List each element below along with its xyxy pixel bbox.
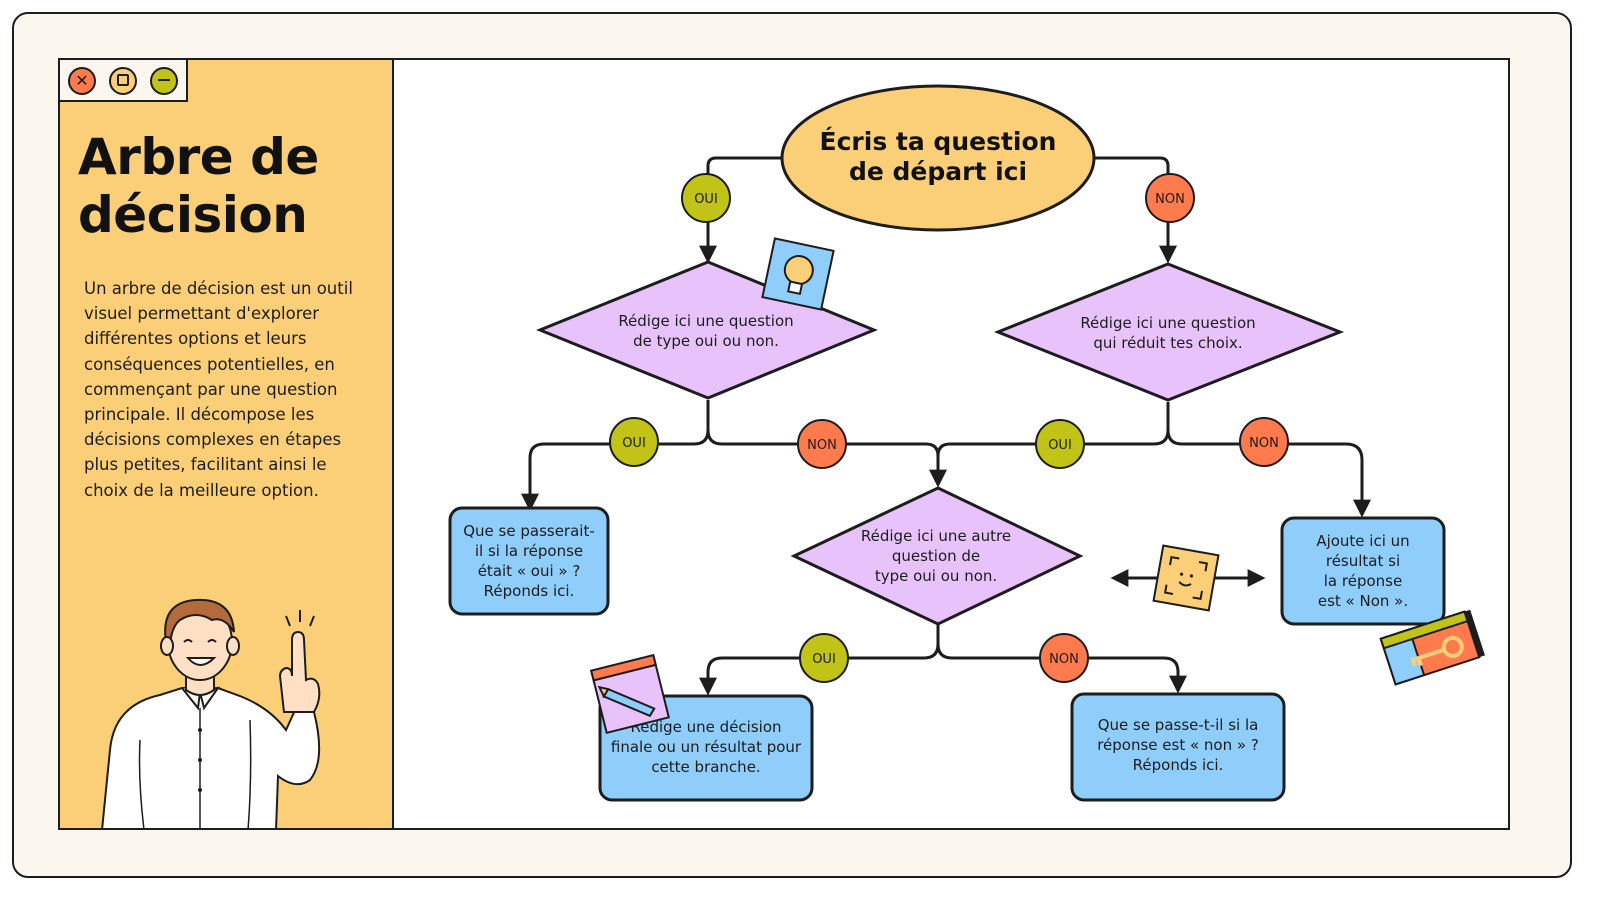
description-text: Un arbre de décision est un outil visuel…	[84, 279, 353, 500]
connector-q-right-to-result-right	[1166, 429, 1371, 518]
result-bottom-right-line-1: Que se passe-t-il si la	[1098, 716, 1259, 734]
connector-start-to-q-right	[1092, 156, 1177, 264]
result-left-line-2: il si la réponse	[475, 542, 583, 560]
app-window: ✕ Arbre de décision Un arbre de décision…	[58, 58, 1510, 830]
minimize-icon	[158, 79, 170, 81]
badge-yes-start: OUI	[681, 173, 731, 223]
badge-no-center: NON	[1039, 633, 1089, 683]
result-left-line-3: était « oui » ?	[478, 562, 581, 580]
decision-tree-diagram: Écris ta question de départ ici Rédige i…	[448, 84, 1485, 802]
title-line-1: Arbre de	[78, 128, 319, 186]
decision-tree-canvas: Écris ta question de départ ici Rédige i…	[396, 60, 1508, 832]
badge-yes-right-label: OUI	[1048, 438, 1072, 453]
badge-no-right: NON	[1239, 417, 1289, 467]
result-left-line-4: Réponds ici.	[484, 582, 575, 600]
result-right-line-4: est « Non ».	[1318, 592, 1408, 610]
badge-yes-center-label: OUI	[812, 652, 836, 667]
start-line-2: de départ ici	[849, 157, 1027, 186]
badge-yes-left: OUI	[609, 417, 659, 467]
badge-no-left: NON	[797, 419, 847, 469]
minimize-button[interactable]	[150, 67, 178, 95]
q-left-line-2: de type oui ou non.	[633, 332, 779, 350]
q-center-line-1: Rédige ici une autre	[861, 527, 1011, 545]
page-title: Arbre de décision	[78, 128, 378, 244]
sidebar-panel: ✕ Arbre de décision Un arbre de décision…	[60, 60, 394, 828]
result-right-line-1: Ajoute ici un	[1316, 532, 1409, 550]
result-bottom-left-line-3: cette branche.	[651, 758, 760, 776]
q-center-line-3: type oui ou non.	[875, 567, 997, 585]
result-right-line-2: résultat si	[1326, 552, 1400, 570]
badge-yes-right: OUI	[1035, 419, 1085, 469]
badge-no-center-label: NON	[1049, 652, 1079, 667]
badge-yes-center: OUI	[799, 633, 849, 683]
key-icon	[1379, 609, 1485, 686]
close-icon: ✕	[75, 71, 89, 90]
q-center-line-2: question de	[892, 547, 980, 565]
result-node-left[interactable]: Que se passerait- il si la réponse était…	[448, 506, 610, 616]
connector-q-center-to-result-bottom-right	[936, 643, 1187, 694]
badge-no-start-label: NON	[1155, 192, 1185, 207]
result-bottom-left-line-2: finale ou un résultat pour	[611, 738, 802, 756]
result-right-line-3: la réponse	[1324, 572, 1402, 590]
result-node-right[interactable]: Ajoute ici un résultat si la réponse est…	[1280, 516, 1446, 626]
question-node-center[interactable]: Rédige ici une autre question de type ou…	[790, 486, 1084, 626]
q-right-line-2: qui réduit tes choix.	[1093, 334, 1242, 352]
q-right-line-1: Rédige ici une question	[1080, 314, 1255, 332]
result-node-bottom-right[interactable]: Que se passe-t-il si la réponse est « no…	[1070, 692, 1286, 802]
result-bottom-right-line-3: Réponds ici.	[1133, 756, 1224, 774]
badge-yes-start-label: OUI	[694, 192, 718, 207]
maximize-icon	[117, 74, 129, 86]
start-line-1: Écris ta question	[820, 127, 1057, 156]
result-bottom-right-line-2: réponse est « non » ?	[1097, 736, 1259, 754]
q-left-line-1: Rédige ici une question	[618, 312, 793, 330]
question-node-right[interactable]: Rédige ici une question qui réduit tes c…	[993, 262, 1345, 402]
start-node[interactable]: Écris ta question de départ ici	[780, 84, 1096, 232]
window-controls: ✕	[60, 60, 188, 102]
badge-no-start: NON	[1145, 173, 1195, 223]
pencil-icon	[589, 653, 671, 735]
badge-no-right-label: NON	[1249, 436, 1279, 451]
result-left-line-1: Que se passerait-	[463, 522, 595, 540]
maximize-button[interactable]	[109, 67, 137, 95]
person-illustration	[101, 598, 321, 828]
title-line-2: décision	[78, 186, 308, 244]
close-button[interactable]: ✕	[68, 67, 96, 95]
connector-start-to-q-left	[699, 156, 784, 264]
badge-no-left-label: NON	[807, 438, 837, 453]
badge-yes-left-label: OUI	[622, 436, 646, 451]
lightbulb-icon	[761, 237, 835, 311]
face-scan-icon	[1152, 544, 1220, 612]
result-bottom-left-line-1: Rédige une décision	[630, 718, 781, 736]
